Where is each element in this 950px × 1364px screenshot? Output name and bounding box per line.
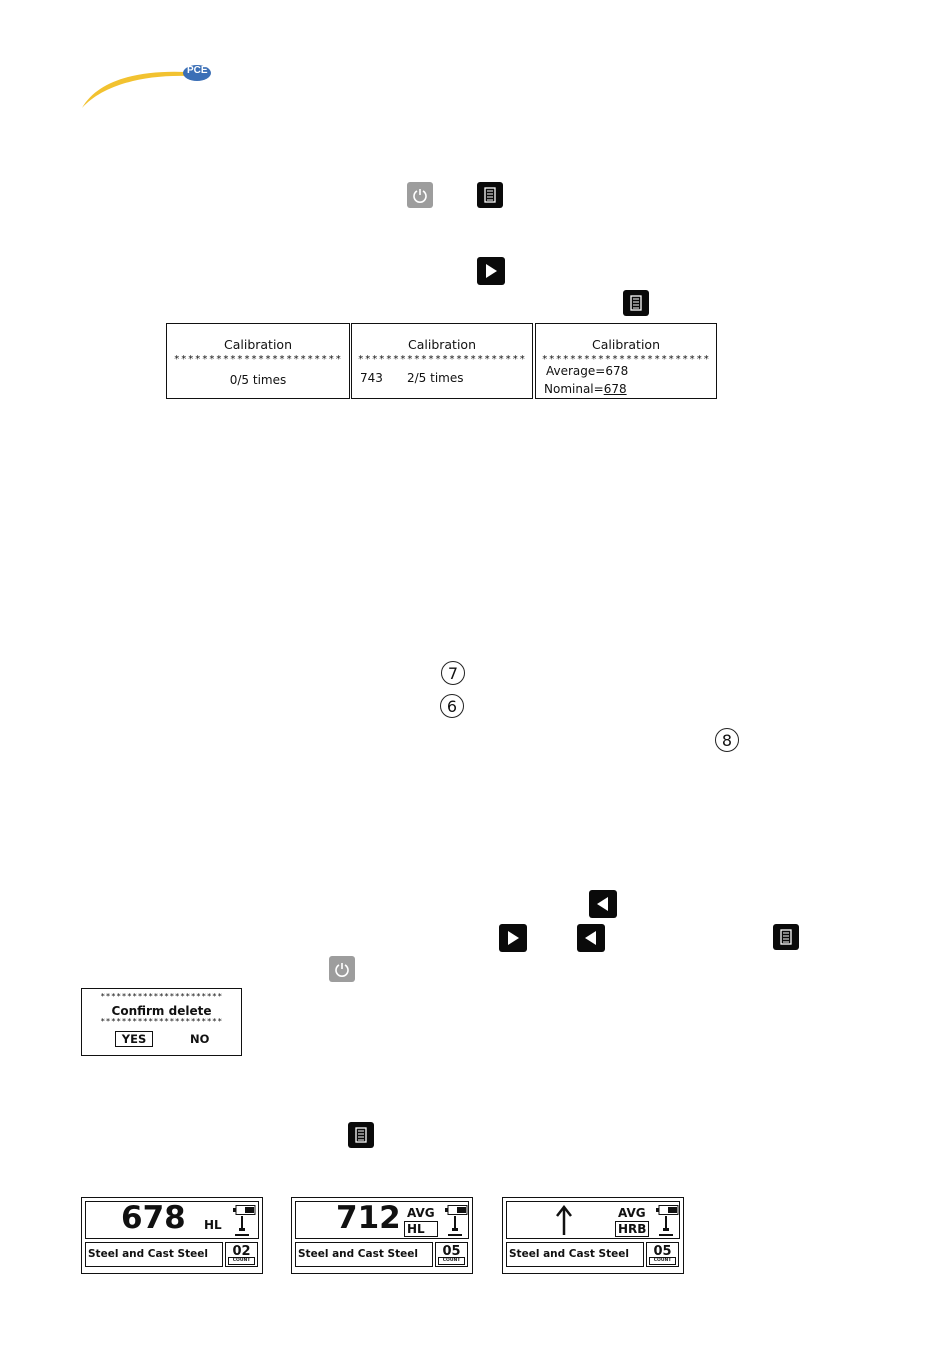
measurement-unit: HL xyxy=(404,1221,438,1237)
circled-number-8: 8 xyxy=(715,728,739,752)
menu-icon xyxy=(477,182,503,208)
count-value: 05 xyxy=(653,1244,672,1259)
confirm-yes-option: YES xyxy=(115,1031,153,1047)
pce-logo: PCE xyxy=(78,62,218,112)
circled-number-7: 7 xyxy=(441,661,465,685)
power-icon xyxy=(407,182,433,208)
count-box: 02 COUNT xyxy=(225,1242,258,1267)
confirm-delete-screen: *********************** Confirm delete *… xyxy=(81,988,242,1056)
measurement-value: 678 xyxy=(121,1200,186,1236)
menu-icon xyxy=(348,1122,374,1148)
count-value: 02 xyxy=(232,1244,251,1259)
measurement-screen-overrange: AVG HRB Steel and Cast Steel 05 COUNT xyxy=(502,1197,684,1274)
count-value: 05 xyxy=(442,1244,461,1259)
count-box: 05 COUNT xyxy=(435,1242,468,1267)
calibration-screen-progress: Calibration ************************ 743… xyxy=(351,323,533,399)
calibration-count: 0/5 times xyxy=(229,373,287,387)
calibration-reading: 743 xyxy=(360,371,383,385)
confirm-separator-bottom: *********************** xyxy=(100,1017,223,1026)
over-range-up-arrow-icon xyxy=(556,1205,572,1235)
left-arrow-icon xyxy=(589,890,617,918)
material-label: Steel and Cast Steel xyxy=(506,1242,644,1267)
average-label: AVG xyxy=(407,1206,435,1220)
calibration-average: Average=678 xyxy=(546,364,629,378)
count-label: COUNT xyxy=(228,1257,255,1265)
calibration-title: Calibration xyxy=(591,337,660,352)
average-label: AVG xyxy=(618,1206,646,1220)
battery-icon xyxy=(656,1205,679,1215)
left-arrow-icon xyxy=(577,924,605,952)
logo-brand-text: PCE xyxy=(187,65,208,76)
calibration-screen-result: Calibration ************************ Ave… xyxy=(535,323,717,399)
measurement-unit: HRB xyxy=(615,1221,650,1237)
menu-icon xyxy=(773,924,799,950)
calibration-title: Calibration xyxy=(407,337,476,352)
impact-direction-down-icon xyxy=(235,1216,249,1236)
confirm-message: Confirm delete xyxy=(111,1004,212,1018)
count-label: COUNT xyxy=(438,1257,465,1265)
material-label: Steel and Cast Steel xyxy=(295,1242,433,1267)
right-arrow-icon xyxy=(499,924,527,952)
impact-direction-down-icon xyxy=(448,1216,462,1236)
calibration-separator: ************************ xyxy=(173,354,343,365)
confirm-separator-top: *********************** xyxy=(100,992,223,1001)
confirm-no-option: NO xyxy=(190,1032,210,1046)
impact-direction-down-icon xyxy=(659,1216,673,1236)
calibration-nominal-value: 678 xyxy=(603,382,627,396)
measurement-unit: HL xyxy=(204,1218,222,1232)
measurement-display: AVG HRB xyxy=(506,1201,680,1239)
measurement-display: 712 AVG HL xyxy=(295,1200,469,1239)
calibration-count: 2/5 times xyxy=(407,371,464,385)
material-label: Steel and Cast Steel xyxy=(85,1242,223,1267)
power-icon xyxy=(329,956,355,982)
calibration-nominal: Nominal=678 xyxy=(544,382,627,396)
calibration-title: Calibration xyxy=(223,337,292,352)
battery-icon xyxy=(233,1205,256,1215)
calibration-nominal-label: Nominal= xyxy=(544,382,604,396)
right-arrow-icon xyxy=(477,257,505,285)
measurement-value: 712 xyxy=(336,1200,401,1236)
calibration-separator: ************************ xyxy=(357,354,527,365)
calibration-screen-start: Calibration ************************ 0/5… xyxy=(166,323,350,399)
measurement-screen-single: 678 HL Steel and Cast Steel 02 COUNT xyxy=(81,1197,263,1274)
count-label: COUNT xyxy=(649,1257,676,1265)
count-box: 05 COUNT xyxy=(646,1242,679,1267)
measurement-display: 678 HL xyxy=(85,1200,259,1239)
battery-icon xyxy=(445,1205,468,1215)
calibration-separator: ************************ xyxy=(541,354,711,365)
circled-number-6: 6 xyxy=(440,694,464,718)
measurement-screen-average: 712 AVG HL Steel and Cast Steel 05 COUNT xyxy=(291,1197,473,1274)
menu-icon xyxy=(623,290,649,316)
